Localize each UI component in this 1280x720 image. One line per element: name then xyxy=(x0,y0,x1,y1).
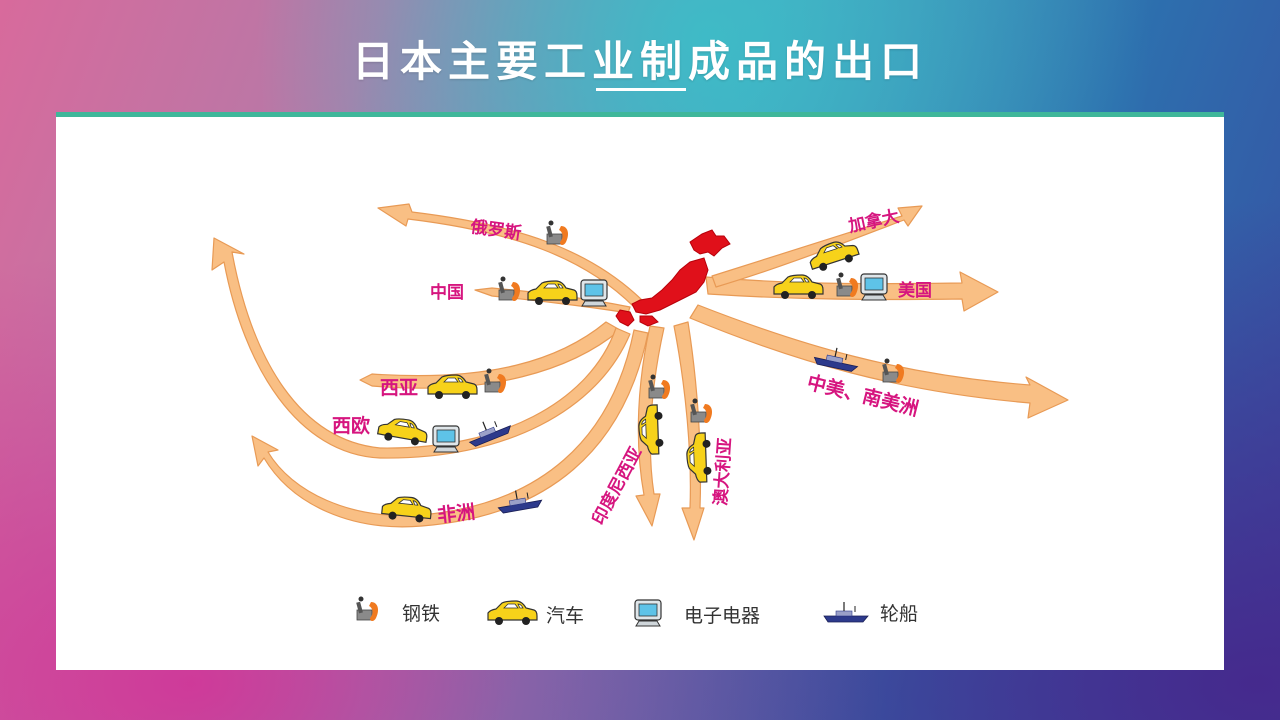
label-russia: 俄罗斯 xyxy=(468,216,522,244)
label-indonesia: 印度尼西亚 xyxy=(588,443,646,528)
label-australia: 澳大利亚 xyxy=(710,437,736,506)
legend-steel-label: 钢铁 xyxy=(402,603,440,625)
label-africa: 非洲 xyxy=(436,501,476,527)
legend-car-icon xyxy=(487,600,538,626)
steel-icon xyxy=(689,398,713,424)
arrow-africa xyxy=(251,329,649,528)
steel-icon xyxy=(647,374,671,400)
computer-icon xyxy=(432,425,460,453)
legend-steel-icon xyxy=(355,596,379,622)
arrow-west-europe xyxy=(211,237,631,459)
legend-computer-icon xyxy=(634,599,662,627)
arrow-canada xyxy=(711,205,923,288)
label-china: 中国 xyxy=(430,282,464,303)
car-icon xyxy=(376,414,430,448)
arrow-australia xyxy=(673,321,705,541)
steel-icon xyxy=(497,276,521,302)
label-canada: 加拿大 xyxy=(846,206,901,237)
computer-icon xyxy=(860,273,888,301)
title-underline xyxy=(596,88,686,91)
label-west-asia: 西亚 xyxy=(380,377,418,399)
steel-icon xyxy=(545,220,569,246)
japan-map xyxy=(615,229,731,327)
legend-car-label: 汽车 xyxy=(546,605,584,627)
arrow-latin-america xyxy=(689,304,1069,419)
legend-ship-label: 轮船 xyxy=(880,603,918,625)
legend-ship-icon xyxy=(823,601,869,623)
legend-electronics-label: 电子电器 xyxy=(684,605,760,627)
arrow-west-asia xyxy=(359,321,621,389)
legend: 钢铁 汽车 电子电器 轮船 xyxy=(355,596,918,627)
export-flow-diagram: 俄罗斯 加拿大 中国 美国 西亚 西欧 中美、南美洲 非洲 印度尼西亚 澳大利亚… xyxy=(211,203,1069,627)
diagram-panel: 俄罗斯 加拿大 中国 美国 西亚 西欧 中美、南美洲 非洲 印度尼西亚 澳大利亚… xyxy=(56,112,1224,670)
label-west-europe: 西欧 xyxy=(332,414,370,437)
arrow-russia xyxy=(377,203,643,308)
page-title: 日本主要工业制成品的出口 xyxy=(351,37,928,86)
computer-icon xyxy=(580,279,608,307)
label-usa: 美国 xyxy=(898,280,932,301)
